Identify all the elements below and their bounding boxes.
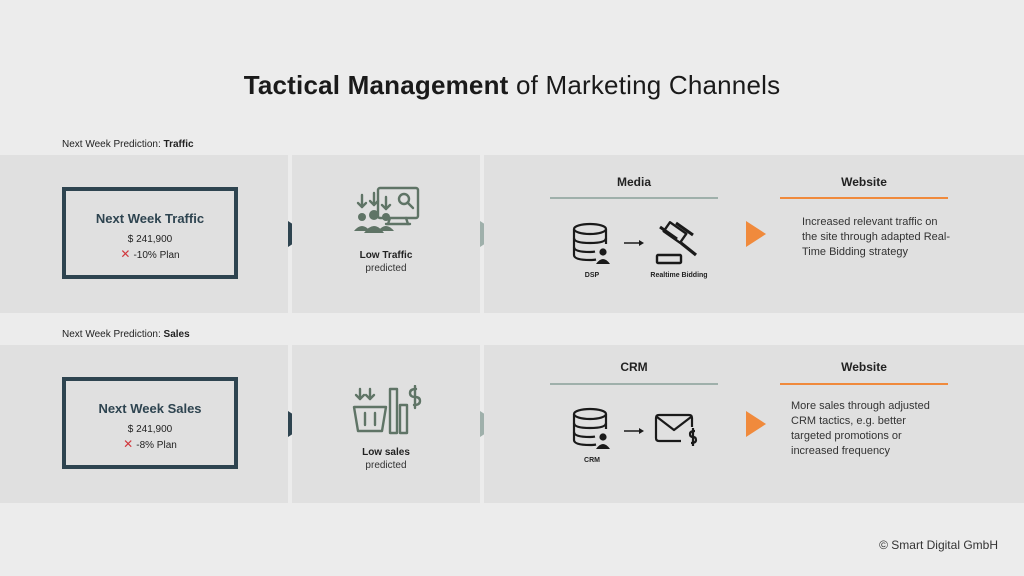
target-heading: Website bbox=[841, 175, 887, 189]
low-traffic-icon bbox=[354, 186, 420, 233]
prediction-subtitle: predicted bbox=[365, 460, 407, 471]
channel-heading: Media bbox=[616, 175, 651, 189]
icon2-label: Realtime Bidding bbox=[650, 272, 708, 279]
icon1-label: CRM bbox=[584, 457, 600, 464]
traffic-row: Next Week Traffic $ 241,900 ✕-10% Plan bbox=[0, 155, 1024, 313]
row-label-sales: Next Week Prediction: Sales bbox=[62, 329, 190, 340]
arrow-right-icon bbox=[624, 428, 644, 434]
kpi-title: Next Week Sales bbox=[98, 401, 202, 416]
channel-panel: CRM CRM bbox=[484, 345, 1024, 503]
kpi-value: $ 241,900 bbox=[127, 234, 173, 245]
copyright-footer: © Smart Digital GmbH bbox=[879, 538, 998, 552]
target-rule bbox=[780, 383, 948, 385]
kpi-value: $ 241,900 bbox=[127, 424, 173, 435]
kpi-plan: ✕-8% Plan bbox=[123, 437, 177, 451]
kpi-plan: ✕-10% Plan bbox=[120, 247, 180, 261]
channel-rule bbox=[550, 383, 718, 385]
x-icon: ✕ bbox=[120, 247, 131, 261]
channel-panel: Media DSP bbox=[484, 155, 1024, 313]
kpi-panel: Next Week Traffic $ 241,900 ✕-10% Plan bbox=[0, 155, 288, 313]
prediction-panel: Low sales predicted bbox=[292, 345, 480, 503]
kpi-panel: Next Week Sales $ 241,900 ✕-8% Plan bbox=[0, 345, 288, 503]
database-user-icon bbox=[572, 222, 610, 264]
target-rule bbox=[780, 197, 948, 199]
prediction-subtitle: predicted bbox=[365, 263, 407, 274]
outcome-description: More sales through adjusted CRM tactics,… bbox=[791, 400, 930, 457]
arrow-right-icon bbox=[624, 240, 644, 246]
prediction-title: Low sales bbox=[362, 447, 410, 458]
prediction-title: Low Traffic bbox=[359, 250, 413, 261]
email-dollar-icon bbox=[654, 413, 698, 446]
channel-rule bbox=[550, 197, 718, 199]
sales-row: Next Week Sales $ 241,900 ✕-8% Plan Low … bbox=[0, 345, 1024, 503]
prediction-panel: Low Traffic predicted bbox=[292, 155, 480, 313]
channel-heading: CRM bbox=[620, 360, 648, 374]
database-user-icon bbox=[572, 407, 610, 449]
low-sales-icon bbox=[352, 385, 422, 435]
x-icon: ✕ bbox=[123, 437, 134, 451]
gavel-icon bbox=[655, 221, 697, 265]
row-label-traffic: Next Week Prediction: Traffic bbox=[62, 139, 194, 150]
arrow-orange-icon bbox=[746, 221, 766, 247]
icon1-label: DSP bbox=[584, 272, 600, 279]
kpi-box-sales: Next Week Sales $ 241,900 ✕-8% Plan bbox=[62, 377, 238, 469]
target-heading: Website bbox=[841, 360, 887, 374]
kpi-title: Next Week Traffic bbox=[95, 211, 205, 226]
outcome-description: Increased relevant traffic on the site t… bbox=[802, 216, 950, 258]
kpi-box-traffic: Next Week Traffic $ 241,900 ✕-10% Plan bbox=[62, 187, 238, 279]
arrow-orange-icon bbox=[746, 411, 766, 437]
page-title: Tactical Management of Marketing Channel… bbox=[243, 70, 781, 100]
